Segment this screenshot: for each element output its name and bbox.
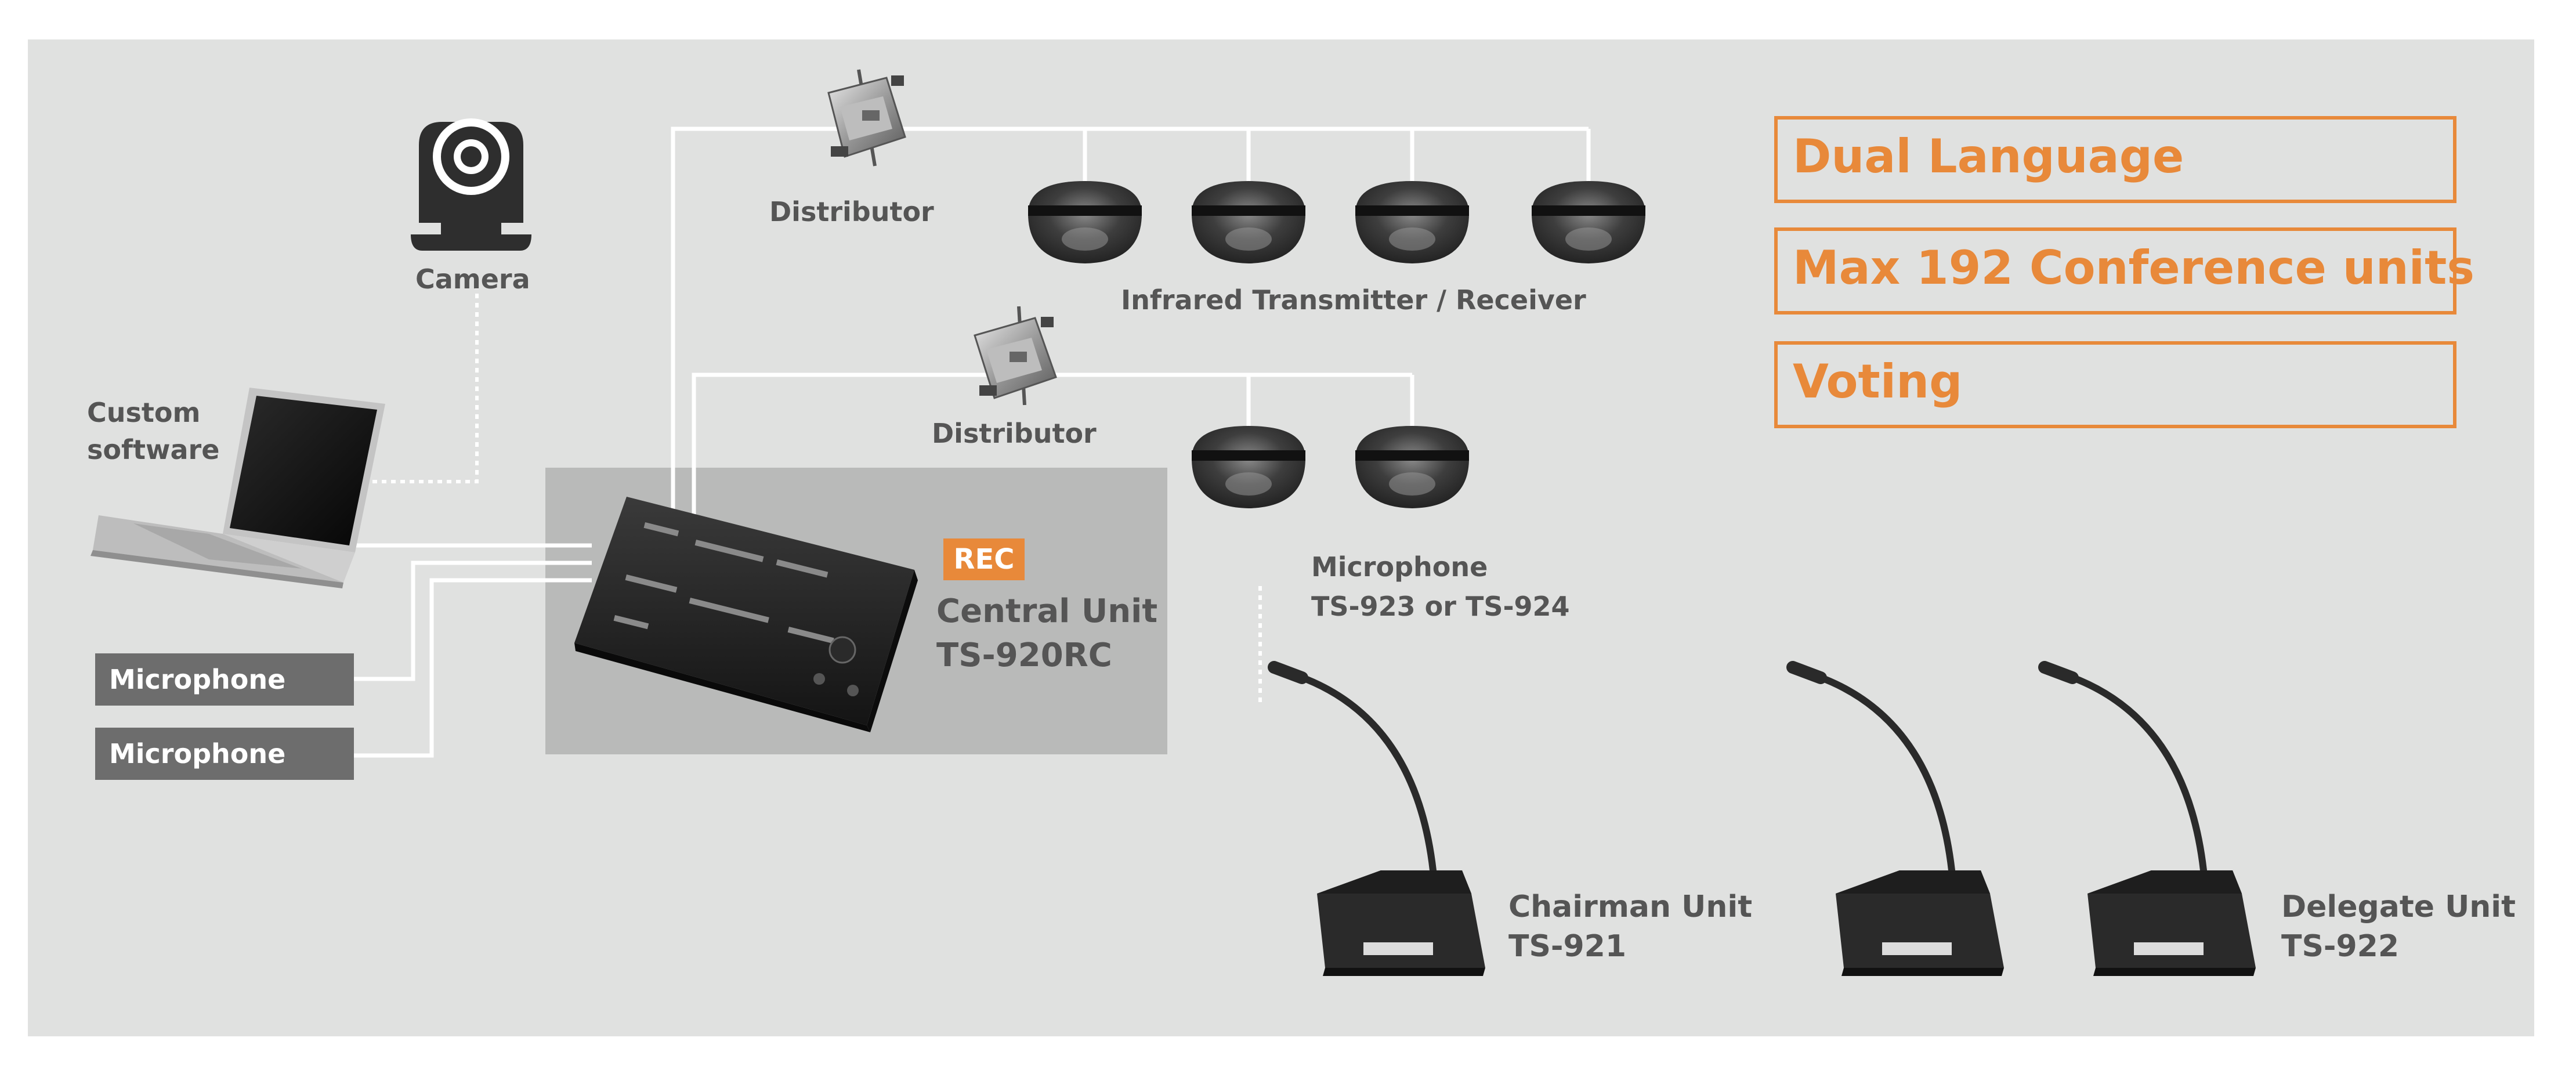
line-distributor-mid — [692, 373, 1412, 516]
gooseneck-mic-icon — [1786, 661, 1955, 874]
laptop-icon — [91, 388, 385, 588]
dotted-links — [371, 284, 1262, 702]
distributor-mid-label: Distributor — [932, 418, 1097, 449]
feature-dual-language: Dual Language — [1774, 116, 2456, 203]
microphone-input-2: Microphone — [95, 728, 354, 780]
distributor-top-label: Distributor — [769, 196, 934, 227]
distributor-icon — [974, 306, 1057, 406]
ir-dome-icon — [1355, 426, 1469, 508]
central-unit-model: TS-920RC — [936, 637, 1112, 674]
rec-badge: REC — [943, 538, 1025, 580]
microphone-input-1: Microphone — [95, 653, 354, 706]
ir-dome-icon — [1192, 426, 1305, 508]
camera-link — [371, 284, 479, 483]
mic-option-label-line1: Microphone — [1311, 551, 1488, 583]
gooseneck-mic-icon — [1268, 661, 1437, 874]
conference-unit-icon — [1317, 870, 1485, 976]
ir-dome-icon — [1532, 181, 1645, 263]
ir-dome-icon — [1192, 181, 1305, 263]
conference-unit-icon — [1836, 870, 2004, 976]
delegate-unit-name: Delegate Unit — [2281, 890, 2516, 924]
mic-option-label-line2: TS-923 or TS-924 — [1311, 591, 1570, 622]
ir-transmitter-label: Infrared Transmitter / Receiver — [1121, 284, 1586, 316]
conference-unit-icon — [2087, 870, 2256, 976]
line-mic-2 — [354, 578, 592, 758]
custom-software-label-line1: Custom — [87, 397, 201, 428]
central-unit-name: Central Unit — [936, 592, 1158, 630]
camera-label: Camera — [415, 263, 530, 295]
distributor-icon — [827, 69, 906, 167]
gooseneck-mic-icon — [2038, 661, 2207, 874]
camera-icon — [411, 118, 531, 251]
ir-dome-icon — [1028, 181, 1142, 263]
delegate-unit-model: TS-922 — [2281, 929, 2400, 964]
chairman-unit-name: Chairman Unit — [1508, 890, 1753, 924]
feature-max-conference-units: Max 192 Conference units — [1774, 227, 2474, 315]
chairman-unit-model: TS-921 — [1508, 929, 1627, 964]
connection-lines — [354, 126, 1591, 758]
custom-software-label-line2: software — [87, 434, 220, 465]
line-mic-1 — [354, 561, 592, 681]
feature-voting: Voting — [1774, 341, 2456, 428]
line-distributor-top — [671, 126, 1589, 516]
central-unit-icon — [574, 497, 918, 732]
ir-dome-icon — [1355, 181, 1469, 263]
